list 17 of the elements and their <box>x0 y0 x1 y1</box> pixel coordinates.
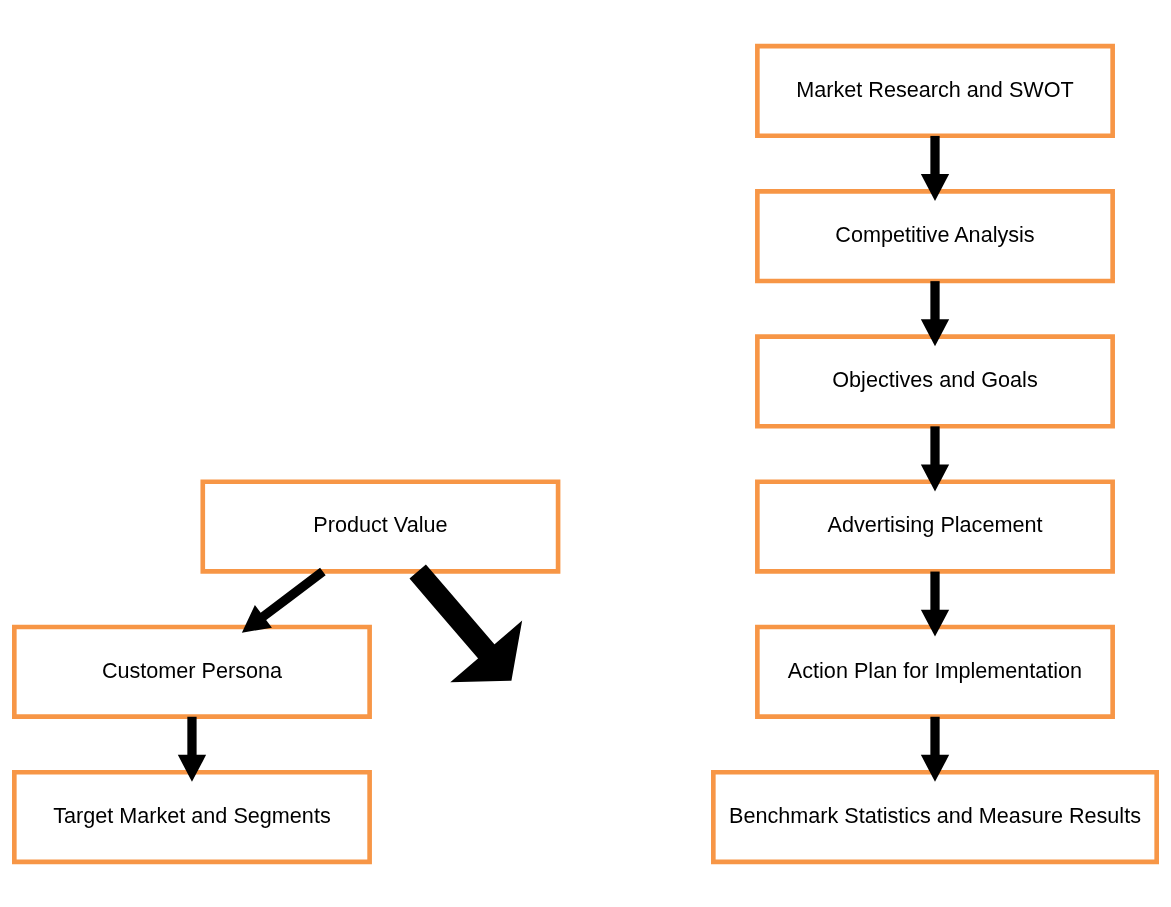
node-box: Benchmark Statistics and Measure Results <box>711 769 1159 864</box>
node-box: Advertising Placement <box>755 479 1115 574</box>
node-box: Target Market and Segments <box>12 769 372 864</box>
node-box: Product Value <box>200 479 561 574</box>
node-box: Market Research and SWOT <box>755 43 1115 138</box>
node-box: Action Plan for Implementation <box>755 624 1115 719</box>
arrow <box>241 567 326 633</box>
arrow <box>177 716 207 782</box>
node-box: Competitive Analysis <box>755 188 1115 283</box>
arrow <box>920 280 950 346</box>
arrow <box>920 425 950 491</box>
node-box: Customer Persona <box>12 624 372 719</box>
arrow <box>920 135 950 201</box>
arrow <box>920 716 950 782</box>
arrow <box>409 564 523 682</box>
arrow <box>920 571 950 637</box>
node-box: Objectives and Goals <box>755 333 1115 428</box>
